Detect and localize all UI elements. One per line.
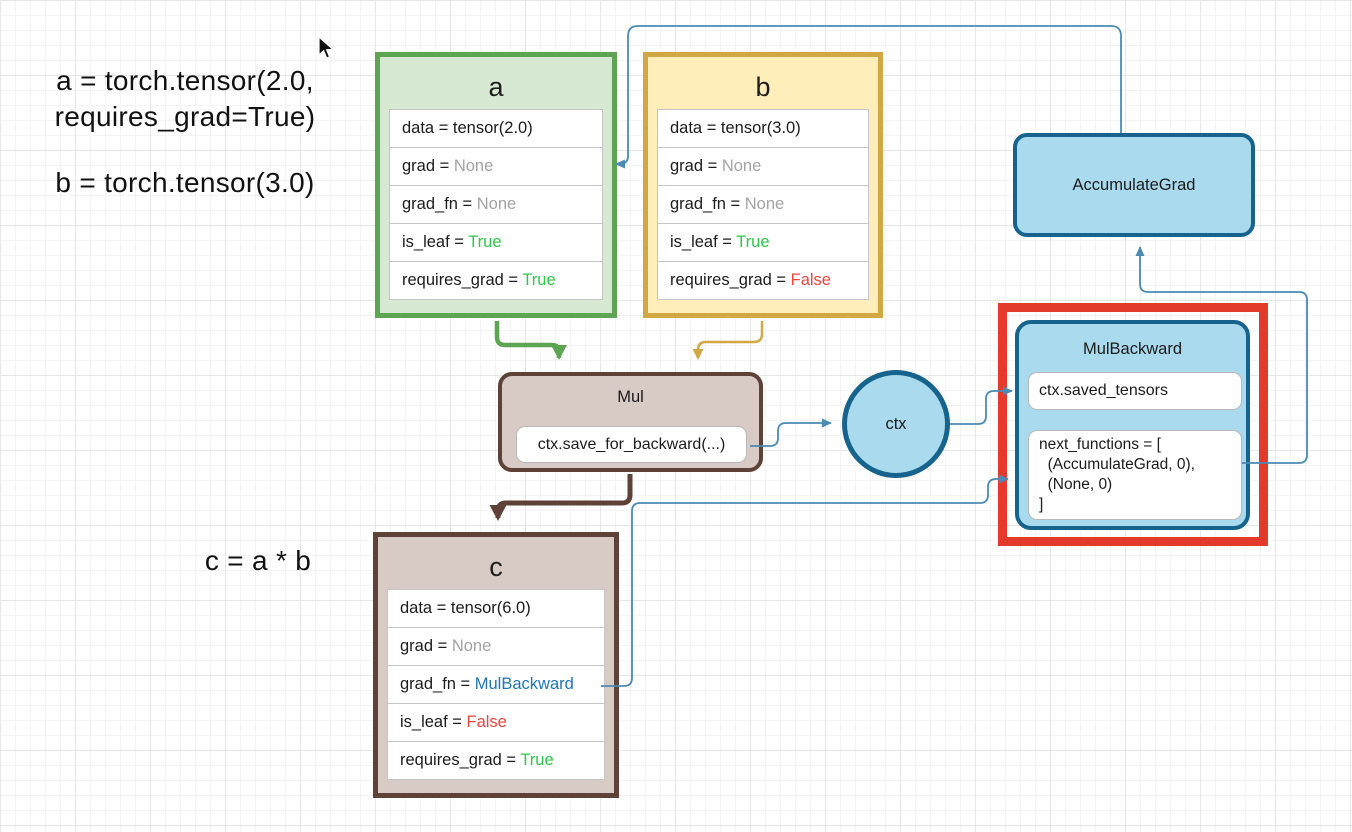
table-row: is_leaf = True xyxy=(657,223,869,262)
row-value: None xyxy=(453,157,494,175)
table-row: grad_fn = None xyxy=(657,185,869,224)
table-row: requires_grad = True xyxy=(389,261,603,300)
table-row: grad = None xyxy=(387,627,605,666)
tensor-box-c: c data = tensor(6.0) grad = None grad_fn… xyxy=(373,532,619,798)
edge-mul-to-c xyxy=(489,474,633,521)
row-value: None xyxy=(744,195,785,213)
table-row: grad = None xyxy=(657,147,869,186)
tensor-c-rows: data = tensor(6.0) grad = None grad_fn =… xyxy=(387,589,605,780)
code-label-b: b = torch.tensor(3.0) xyxy=(55,167,315,198)
code-label-a-line2: requires_grad=True) xyxy=(54,101,316,132)
table-row: grad_fn = None xyxy=(389,185,603,224)
edge-c-gradfn-to-mulbackward xyxy=(601,474,1009,687)
next-functions-pill: next_functions = [ (AccumulateGrad, 0), … xyxy=(1028,430,1242,520)
code-label-c: c = a * b xyxy=(204,545,312,576)
row-label: grad = xyxy=(400,637,452,655)
edge-a-to-mul xyxy=(494,321,567,360)
row-label: grad_fn = xyxy=(400,675,475,693)
mul-node: Mul ctx.save_for_backward(...) xyxy=(498,372,763,472)
code-label-a-line1: a = torch.tensor(2.0, xyxy=(56,65,314,96)
row-value: False xyxy=(790,271,831,289)
row-value: tensor(2.0) xyxy=(452,119,533,137)
table-row: requires_grad = False xyxy=(657,261,869,300)
row-value: True xyxy=(522,271,556,289)
row-value: True xyxy=(520,751,554,769)
row-value: None xyxy=(476,195,517,213)
row-label: requires_grad = xyxy=(670,271,791,289)
tensor-c-title: c xyxy=(489,552,503,582)
row-label: grad_fn = xyxy=(402,195,477,213)
edge-b-to-mul xyxy=(692,321,764,360)
row-label: requires_grad = xyxy=(400,751,521,769)
table-row: data = tensor(2.0) xyxy=(389,109,603,148)
row-label: requires_grad = xyxy=(402,271,523,289)
next-functions-line: ] xyxy=(1039,496,1044,513)
row-label: is_leaf = xyxy=(670,233,737,251)
row-label: data = xyxy=(670,119,721,137)
tensor-b-title: b xyxy=(755,72,771,102)
row-value: MulBackward xyxy=(474,675,574,693)
highlight-rectangle xyxy=(998,303,1268,546)
table-row: grad = None xyxy=(389,147,603,186)
tensor-box-a: a data = tensor(2.0) grad = None grad_fn… xyxy=(375,52,617,318)
accumulate-grad-node: AccumulateGrad xyxy=(1013,133,1255,237)
row-label: grad_fn = xyxy=(670,195,745,213)
row-label: grad = xyxy=(402,157,454,175)
next-functions-line: (None, 0) xyxy=(1039,476,1113,493)
table-row: requires_grad = True xyxy=(387,741,605,780)
row-value: None xyxy=(451,637,492,655)
tensor-box-b: b data = tensor(3.0) grad = None grad_fn… xyxy=(643,52,883,318)
row-value: True xyxy=(468,233,502,251)
row-value: None xyxy=(721,157,762,175)
table-row: data = tensor(6.0) xyxy=(387,589,605,628)
mouse-cursor-icon xyxy=(318,36,335,59)
row-value: tensor(3.0) xyxy=(720,119,801,137)
row-label: grad = xyxy=(670,157,722,175)
ctx-node: ctx xyxy=(842,370,950,478)
row-label: data = xyxy=(402,119,453,137)
row-label: data = xyxy=(400,599,451,617)
tensor-a-title: a xyxy=(488,72,504,102)
mul-node-title: Mul xyxy=(617,388,644,406)
tensor-a-rows: data = tensor(2.0) grad = None grad_fn =… xyxy=(389,109,603,300)
row-value: False xyxy=(466,713,507,731)
table-row: is_leaf = True xyxy=(389,223,603,262)
mul-save-for-backward: ctx.save_for_backward(...) xyxy=(516,426,747,463)
row-value: True xyxy=(736,233,770,251)
table-row: grad_fn = MulBackward xyxy=(387,665,605,704)
table-row: is_leaf = False xyxy=(387,703,605,742)
table-row: data = tensor(3.0) xyxy=(657,109,869,148)
row-label: is_leaf = xyxy=(400,713,467,731)
row-label: is_leaf = xyxy=(402,233,469,251)
row-value: tensor(6.0) xyxy=(450,599,531,617)
tensor-b-rows: data = tensor(3.0) grad = None grad_fn =… xyxy=(657,109,869,300)
